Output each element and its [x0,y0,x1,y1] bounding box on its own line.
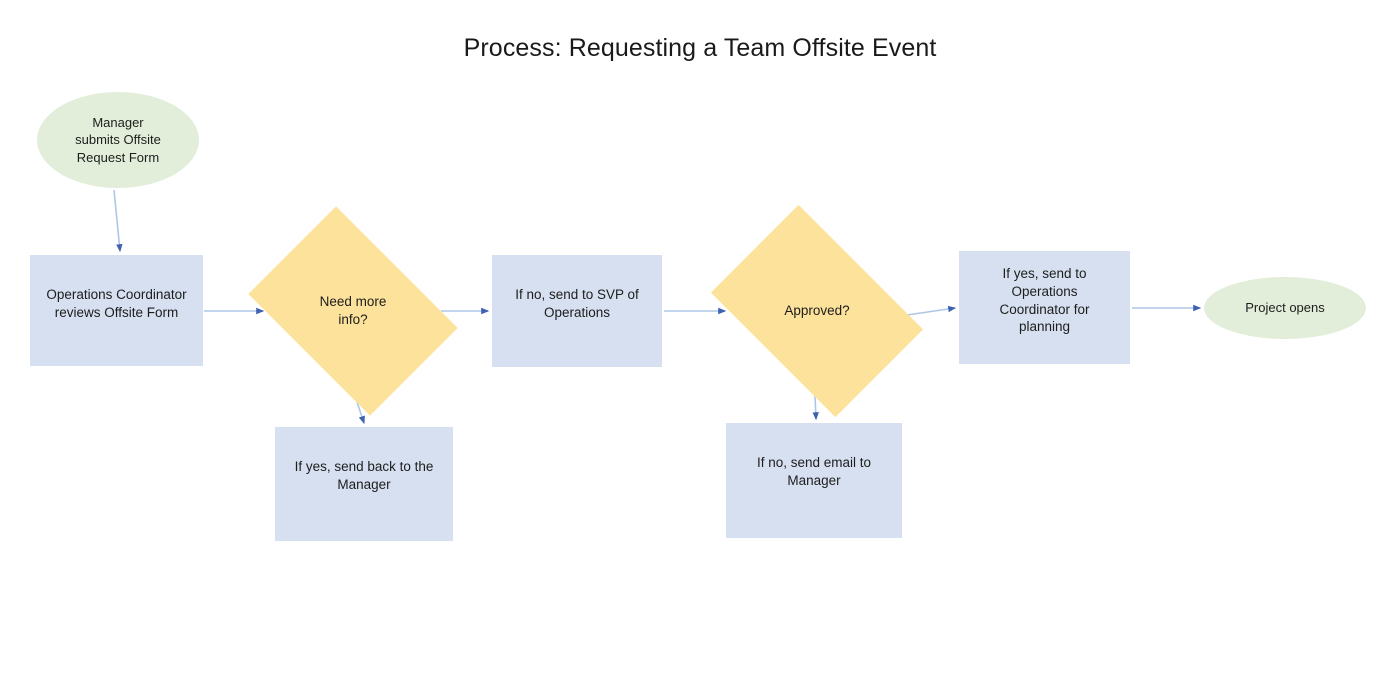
node-send-svp[interactable]: If no, send to SVP of Operations [492,255,662,367]
page-title: Process: Requesting a Team Offsite Event [463,34,937,62]
node-label-approved: Approved? [784,303,850,319]
node-review[interactable]: Operations Coordinator reviews Offsite F… [30,255,203,366]
node-label-email-manager: If no, send email to Manager [756,455,872,488]
node-plan[interactable]: If yes, send to Operations Coordinator f… [959,251,1130,364]
node-project-opens[interactable]: Project opens [1204,277,1366,339]
node-start[interactable]: Manager submits Offsite Request Form [37,92,199,188]
connector-approved-to-plan [906,305,957,316]
node-label-send-svp: If no, send to SVP of Operations [515,287,639,320]
node-label-need-more-info: Need more info? [319,294,387,327]
node-label-start: Manager submits Offsite Request Form [75,115,161,165]
node-need-more-info[interactable]: Need more info? [248,206,458,416]
node-email-manager[interactable]: If no, send email to Manager [726,423,902,538]
node-label-project-opens: Project opens [1245,300,1325,316]
node-approved[interactable]: Approved? [710,204,924,418]
node-send-back[interactable]: If yes, send back to the Manager [275,427,453,541]
connector-start-to-review [113,189,123,253]
node-label-send-back: If yes, send back to the Manager [294,459,434,492]
node-label-review: Operations Coordinator reviews Offsite F… [46,287,187,320]
node-label-plan: If yes, send to Operations Coordinator f… [999,266,1090,335]
